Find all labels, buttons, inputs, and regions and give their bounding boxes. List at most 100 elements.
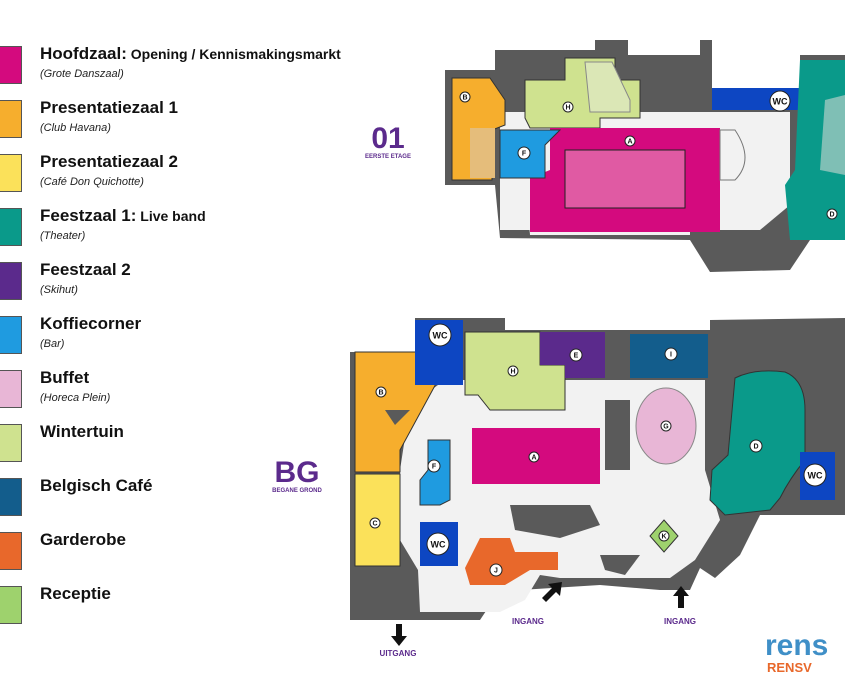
first-floor-stair-room: [500, 180, 530, 230]
legend-item: Hoofdzaal: Opening / Kennismakingsmarkt (…: [0, 44, 420, 98]
legend-title: Feestzaal 2: [40, 260, 131, 279]
legend-subtitle: (Bar): [40, 338, 65, 350]
svg-text:J: J: [494, 568, 498, 575]
legend-item: Buffet (Horeca Plein): [0, 368, 420, 422]
legend-title: Receptie: [40, 584, 111, 603]
room-c-ground[interactable]: [354, 473, 401, 567]
legend-title-extra: Live band: [136, 208, 206, 224]
room-label-f-first: F: [517, 146, 531, 160]
legend-subtitle: (Grote Danszaal): [40, 68, 124, 80]
entrance-arrow-right[interactable]: [673, 586, 689, 608]
svg-text:D: D: [829, 212, 834, 219]
svg-text:E: E: [574, 353, 579, 360]
legend-item: Belgisch Café: [0, 476, 420, 530]
entrance-arrow-left[interactable]: [542, 582, 562, 602]
legend-subtitle: (Theater): [40, 230, 86, 242]
floor-code-first: 01: [371, 122, 404, 155]
room-label-e-ground: E: [569, 348, 583, 362]
room-label-b-first: B: [459, 91, 471, 103]
legend-subtitle: (Café Don Quichotte): [40, 176, 144, 188]
legend-swatch: [0, 370, 22, 408]
legend-subtitle: (Skihut): [40, 284, 78, 296]
legend-item: Receptie: [0, 584, 420, 638]
legend-swatch: [0, 532, 22, 570]
svg-text:A: A: [531, 455, 536, 462]
svg-text:D: D: [753, 444, 758, 451]
room-label-d-ground: D: [749, 439, 763, 453]
legend: Hoofdzaal: Opening / Kennismakingsmarkt (…: [0, 0, 420, 684]
legend-swatch: [0, 46, 22, 84]
room-label-g-ground: G: [660, 420, 672, 432]
legend-title-extra: Opening / Kennismakingsmarkt: [126, 46, 341, 62]
wc-label-ground-right: WC: [803, 463, 827, 487]
room-label-d-first: D: [826, 208, 838, 220]
legend-title: Feestzaal 1: Live band: [40, 206, 206, 225]
room-j-ground[interactable]: [465, 538, 558, 585]
room-label-f-ground: F: [427, 459, 441, 473]
svg-text:A: A: [627, 139, 632, 146]
legend-title: Presentatiezaal 1: [40, 98, 178, 117]
legend-title: Buffet: [40, 368, 90, 387]
ground-floor-pillar-1: [510, 505, 600, 538]
svg-text:C: C: [372, 521, 377, 528]
legend-item: Koffiecorner (Bar): [0, 314, 420, 368]
legend-subtitle: (Horeca Plein): [40, 392, 111, 404]
logo-wordmark: rens: [765, 629, 828, 662]
entrance-label-right: INGANG: [664, 617, 696, 626]
legend-item: Garderobe: [0, 530, 420, 584]
legend-title: Presentatiezaal 2: [40, 152, 178, 171]
legend-title: Hoofdzaal: Opening / Kennismakingsmarkt: [40, 44, 341, 63]
legend-subtitle: (Club Havana): [40, 122, 111, 134]
legend-title: Garderobe: [40, 530, 126, 549]
room-label-a-first: A: [624, 135, 636, 147]
svg-text:H: H: [565, 105, 570, 112]
legend-swatch: [0, 586, 22, 624]
room-h-first-inner: [584, 61, 631, 113]
svg-text:WC: WC: [433, 331, 448, 341]
exit-arrow[interactable]: [391, 624, 407, 646]
room-label-h-ground: H: [507, 365, 519, 377]
svg-text:WC: WC: [773, 97, 788, 107]
svg-text:F: F: [432, 464, 437, 471]
svg-text:WC: WC: [808, 471, 823, 481]
room-d-first-stage: [820, 95, 845, 175]
legend-title: Belgisch Café: [40, 476, 153, 495]
legend-item: Presentatiezaal 2 (Café Don Quichotte): [0, 152, 420, 206]
floor-name-ground: BEGANE GROND: [272, 488, 322, 494]
room-label-j-ground: J: [489, 563, 503, 577]
svg-text:H: H: [510, 369, 515, 376]
svg-text:B: B: [378, 390, 383, 397]
room-a-first-dancefloor: [564, 149, 686, 209]
room-label-a-ground: A: [528, 451, 540, 463]
legend-title: Koffiecorner: [40, 314, 142, 333]
legend-swatch: [0, 424, 22, 462]
room-label-k-ground: K: [658, 530, 670, 542]
ground-floor-pillar-3: [385, 410, 410, 425]
legend-swatch: [0, 478, 22, 516]
ground-floor-pillar-4: [600, 555, 640, 575]
legend-swatch: [0, 154, 22, 192]
ground-floor-pillar-2: [605, 400, 630, 470]
room-label-i-ground: I: [664, 347, 678, 361]
entrance-label-left: INGANG: [512, 617, 544, 626]
legend-swatch: [0, 262, 22, 300]
legend-swatch: [0, 100, 22, 138]
room-f-ground[interactable]: [419, 439, 451, 506]
first-floor-plan: [445, 40, 845, 272]
room-b-first-annex: [470, 128, 495, 178]
legend-swatch: [0, 316, 22, 354]
floor-code-ground: BG: [275, 456, 320, 489]
legend-item: Feestzaal 1: Live band (Theater): [0, 206, 420, 260]
first-floor-round-bay: [719, 129, 746, 181]
exit-label: UITGANG: [380, 649, 417, 658]
legend-item: Feestzaal 2 (Skihut): [0, 260, 420, 314]
wc-label-first: WC: [769, 90, 791, 112]
ground-floor-plan: [350, 318, 845, 620]
svg-text:I: I: [670, 352, 672, 359]
legend-item: Wintertuin: [0, 422, 420, 476]
room-label-c-ground: C: [369, 517, 381, 529]
room-label-b-ground: B: [375, 386, 387, 398]
svg-text:F: F: [522, 151, 527, 158]
